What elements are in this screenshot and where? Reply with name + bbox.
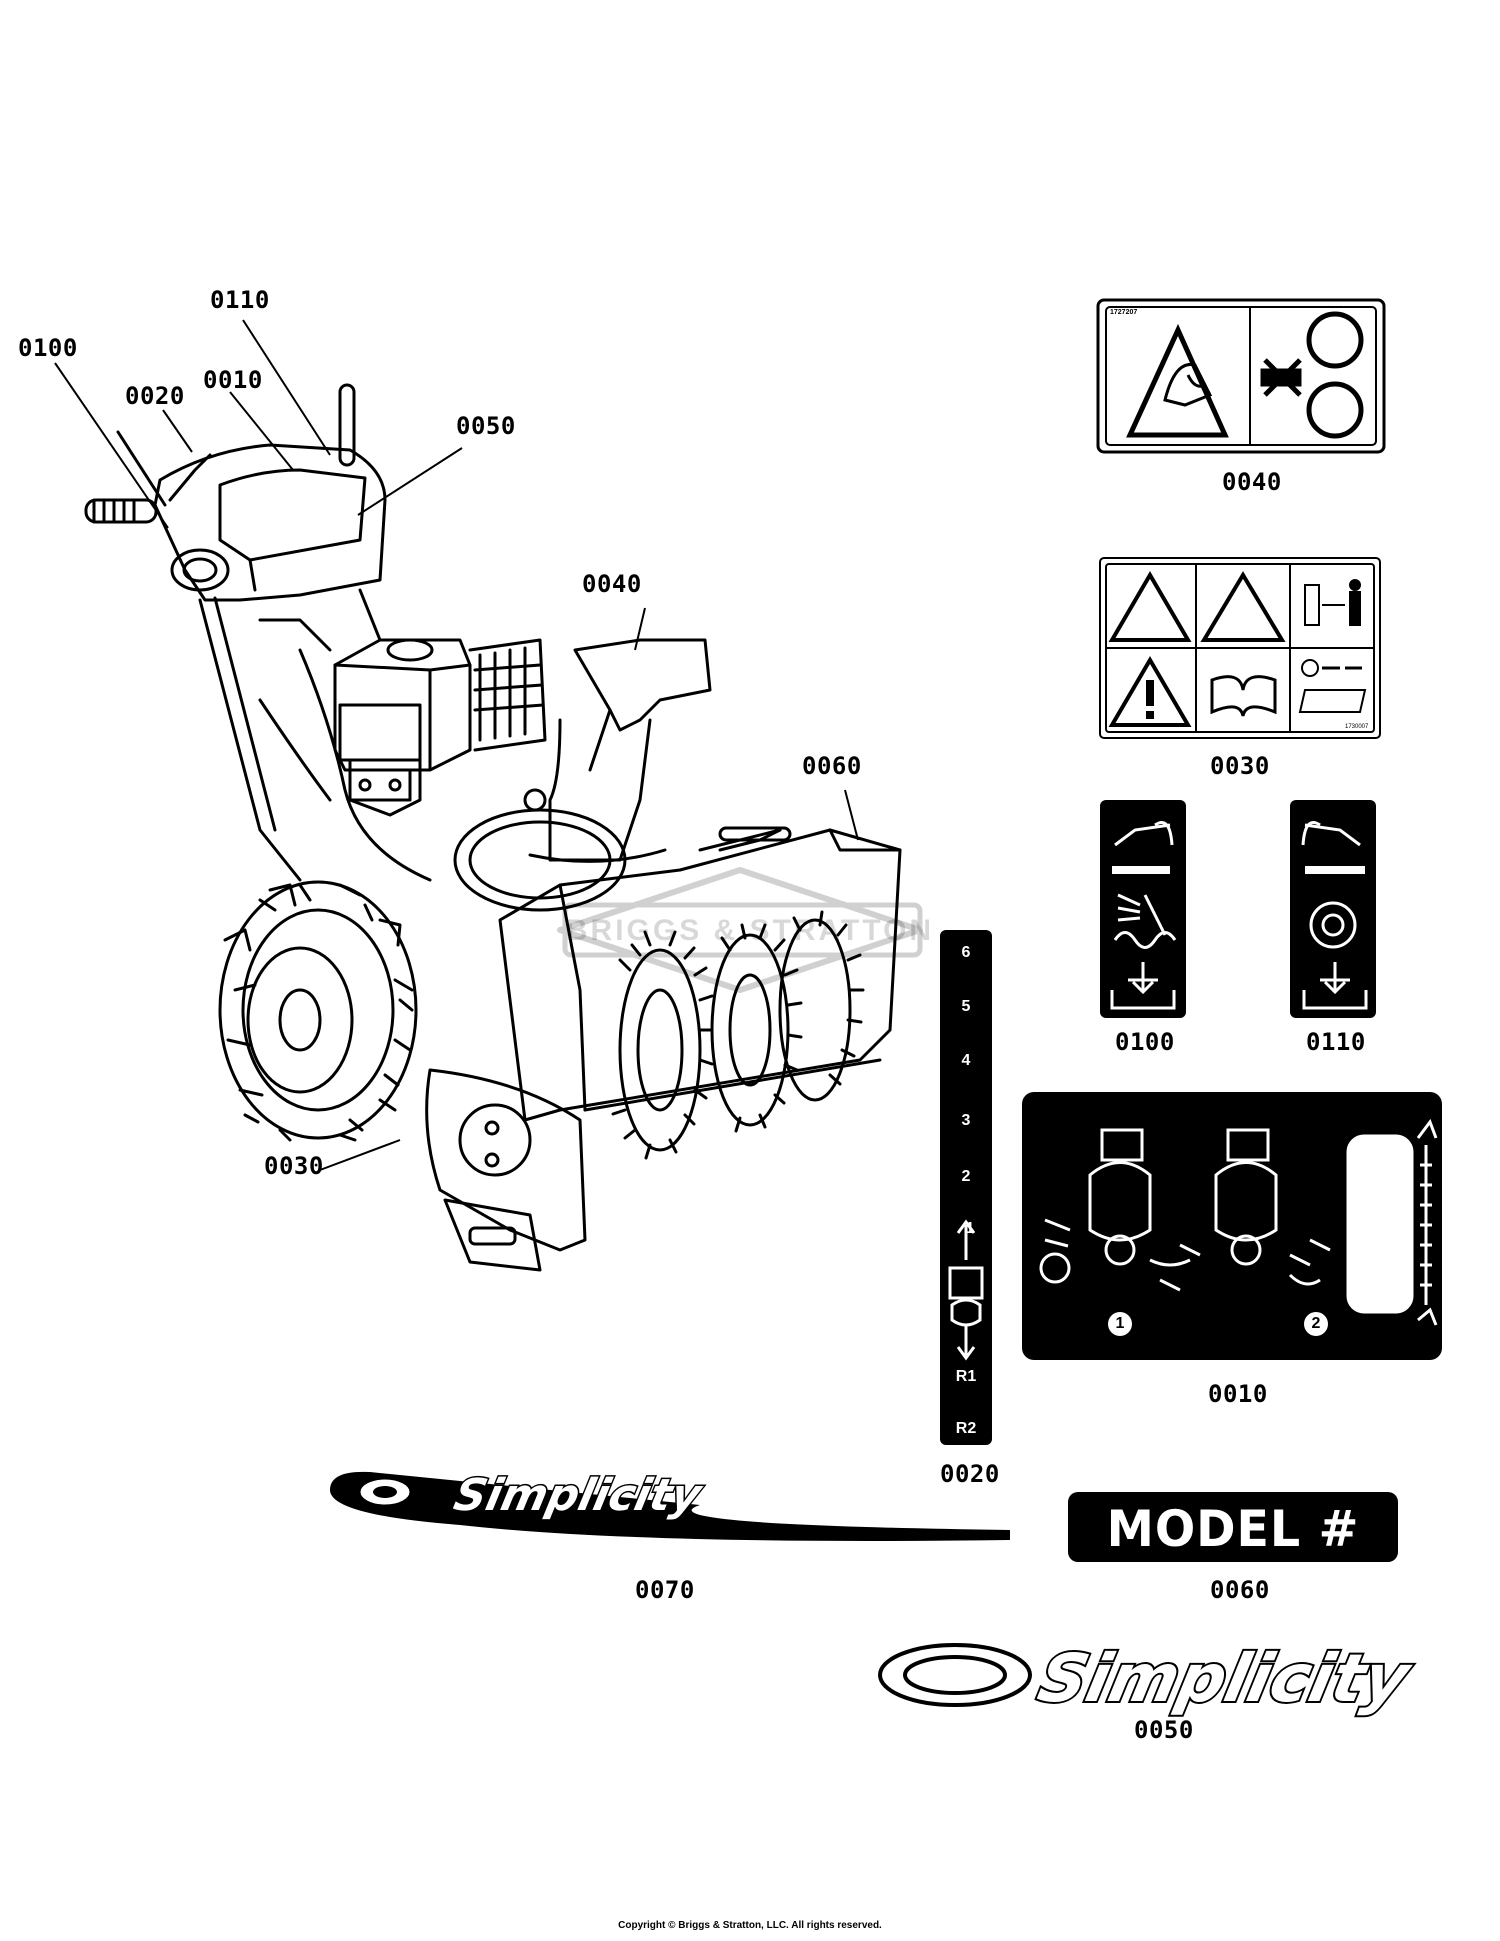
decal-label-0100: 0100 xyxy=(1115,1028,1175,1056)
decal-label-0110: 0110 xyxy=(1306,1028,1366,1056)
decal-label-0030: 0030 xyxy=(1210,752,1270,780)
gear-label-6: 6 xyxy=(961,944,971,961)
model-number-decal xyxy=(1068,1492,1398,1562)
decal-0020-shape xyxy=(940,930,992,1445)
gear-label-r1: R1 xyxy=(955,1368,977,1385)
decal-0070-stripe xyxy=(330,1471,1010,1541)
gear-label-r2: R2 xyxy=(955,1420,977,1437)
callout-0030: 0030 xyxy=(264,1152,324,1180)
part-number-0040: 1727207 xyxy=(1110,309,1138,316)
decal-label-0010: 0010 xyxy=(1208,1380,1268,1408)
model-number-text: MODEL # xyxy=(1106,1500,1360,1558)
copyright-notice: Copyright © Briggs & Stratton, LLC. All … xyxy=(618,1920,882,1931)
callout-0020: 0020 xyxy=(125,382,185,410)
brand-wordmark-stripe: Simplicity xyxy=(448,1469,707,1523)
gear-label-5: 5 xyxy=(961,998,971,1015)
watermark-text: BRIGGS & STRATTON xyxy=(565,914,935,947)
decal-0100-shape xyxy=(1100,800,1186,1018)
decal-0040-shape xyxy=(1096,298,1386,454)
callout-0050: 0050 xyxy=(456,412,516,440)
callout-0010: 0010 xyxy=(203,366,263,394)
step-marker-one: 1 xyxy=(1108,1312,1132,1336)
gear-label-4: 4 xyxy=(961,1052,971,1069)
decal-label-0060: 0060 xyxy=(1210,1576,1270,1604)
decal-0030-shape xyxy=(1099,557,1381,739)
decal-0050-swoosh xyxy=(878,1643,1032,1707)
callout-0040: 0040 xyxy=(582,570,642,598)
callout-0100: 0100 xyxy=(18,334,78,362)
callout-0110: 0110 xyxy=(210,286,270,314)
decal-0010-shape xyxy=(1022,1092,1442,1360)
callout-0060: 0060 xyxy=(802,752,862,780)
watermark-logo xyxy=(557,867,923,993)
part-number-0030: 1730007 xyxy=(1345,724,1369,730)
decal-0110-shape xyxy=(1290,800,1376,1018)
decal-label-0070: 0070 xyxy=(635,1576,695,1604)
gear-label-1: 1 xyxy=(965,1220,975,1237)
brand-wordmark-large: Simplicity xyxy=(1030,1638,1418,1719)
decal-label-0020: 0020 xyxy=(940,1460,1000,1488)
gear-label-3: 3 xyxy=(961,1112,971,1129)
step-marker-two: 2 xyxy=(1304,1312,1328,1336)
decal-label-0040: 0040 xyxy=(1222,468,1282,496)
gear-label-2: 2 xyxy=(961,1168,971,1185)
decal-label-0050: 0050 xyxy=(1134,1716,1194,1744)
